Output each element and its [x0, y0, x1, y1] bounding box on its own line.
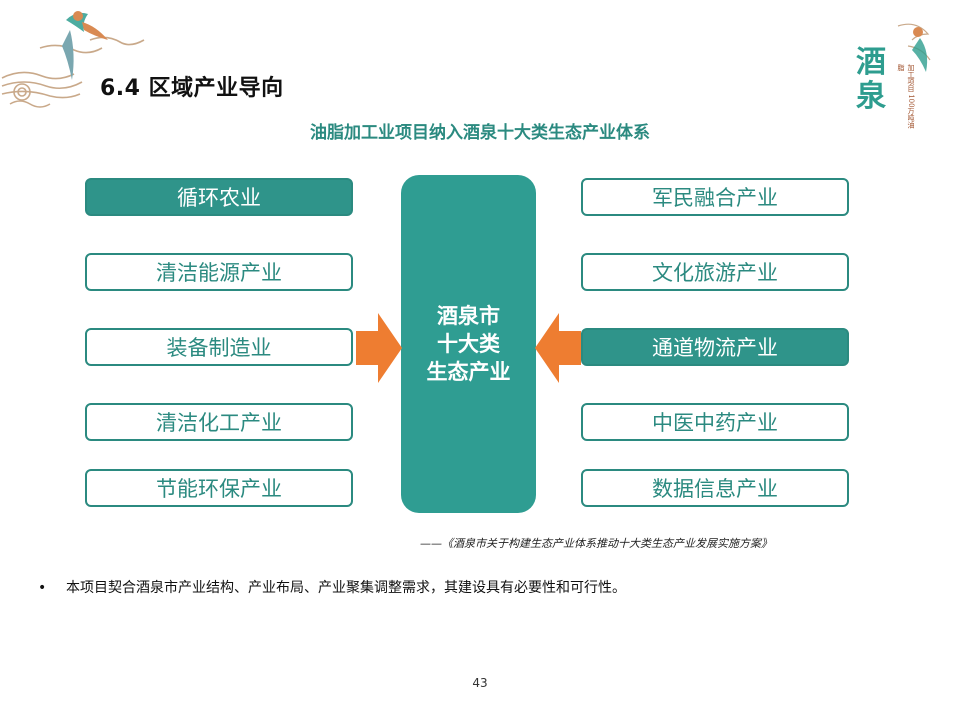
bullet-list-item: • 本项目契合酒泉市产业结构、产业布局、产业聚集调整需求，其建设具有必要性和可行性… — [38, 577, 626, 597]
page-number: 43 — [472, 676, 488, 690]
center-eco-industry-box: 酒泉市 十大类 生态产业 — [401, 175, 536, 513]
industry-box-energy-saving: 节能环保产业 — [85, 469, 353, 507]
industry-box-logistics: 通道物流产业 — [581, 328, 849, 366]
industry-box-circular-agriculture: 循环农业 — [85, 178, 353, 216]
industry-box-military-civil: 军民融合产业 — [581, 178, 849, 216]
brand-logo-caption: 加工项目 100万吨油脂 — [897, 64, 915, 129]
source-citation: ——《酒泉市关于构建生态产业体系推动十大类生态产业发展实施方案》 — [420, 537, 772, 550]
industry-box-clean-energy: 清洁能源产业 — [85, 253, 353, 291]
brand-logo-calligraphy: 酒泉 — [856, 45, 886, 114]
diagram-subtitle: 油脂加工业项目纳入酒泉十大类生态产业体系 — [310, 123, 650, 143]
center-line-3: 生态产业 — [426, 360, 511, 384]
header-decoration-clouds — [1, 11, 145, 108]
section-title: 6.4 区域产业导向 — [100, 76, 284, 101]
center-eco-industry-label: 酒泉市 十大类 生态产业 — [414, 302, 524, 386]
industry-box-equipment-manufacturing: 装备制造业 — [85, 328, 353, 366]
arrow-left-icon — [535, 313, 581, 383]
bullet-marker: • — [38, 580, 47, 596]
industry-box-chinese-medicine: 中医中药产业 — [581, 403, 849, 441]
brand-logo-fairy — [897, 23, 931, 72]
bullet-text: 本项目契合酒泉市产业结构、产业布局、产业聚集调整需求，其建设具有必要性和可行性。 — [66, 580, 626, 596]
center-line-1: 酒泉市 — [437, 304, 500, 328]
industry-box-clean-chemical: 清洁化工产业 — [85, 403, 353, 441]
industry-box-culture-tourism: 文化旅游产业 — [581, 253, 849, 291]
center-line-2: 十大类 — [437, 332, 500, 356]
industry-box-data-information: 数据信息产业 — [581, 469, 849, 507]
arrow-right-icon — [356, 313, 402, 383]
